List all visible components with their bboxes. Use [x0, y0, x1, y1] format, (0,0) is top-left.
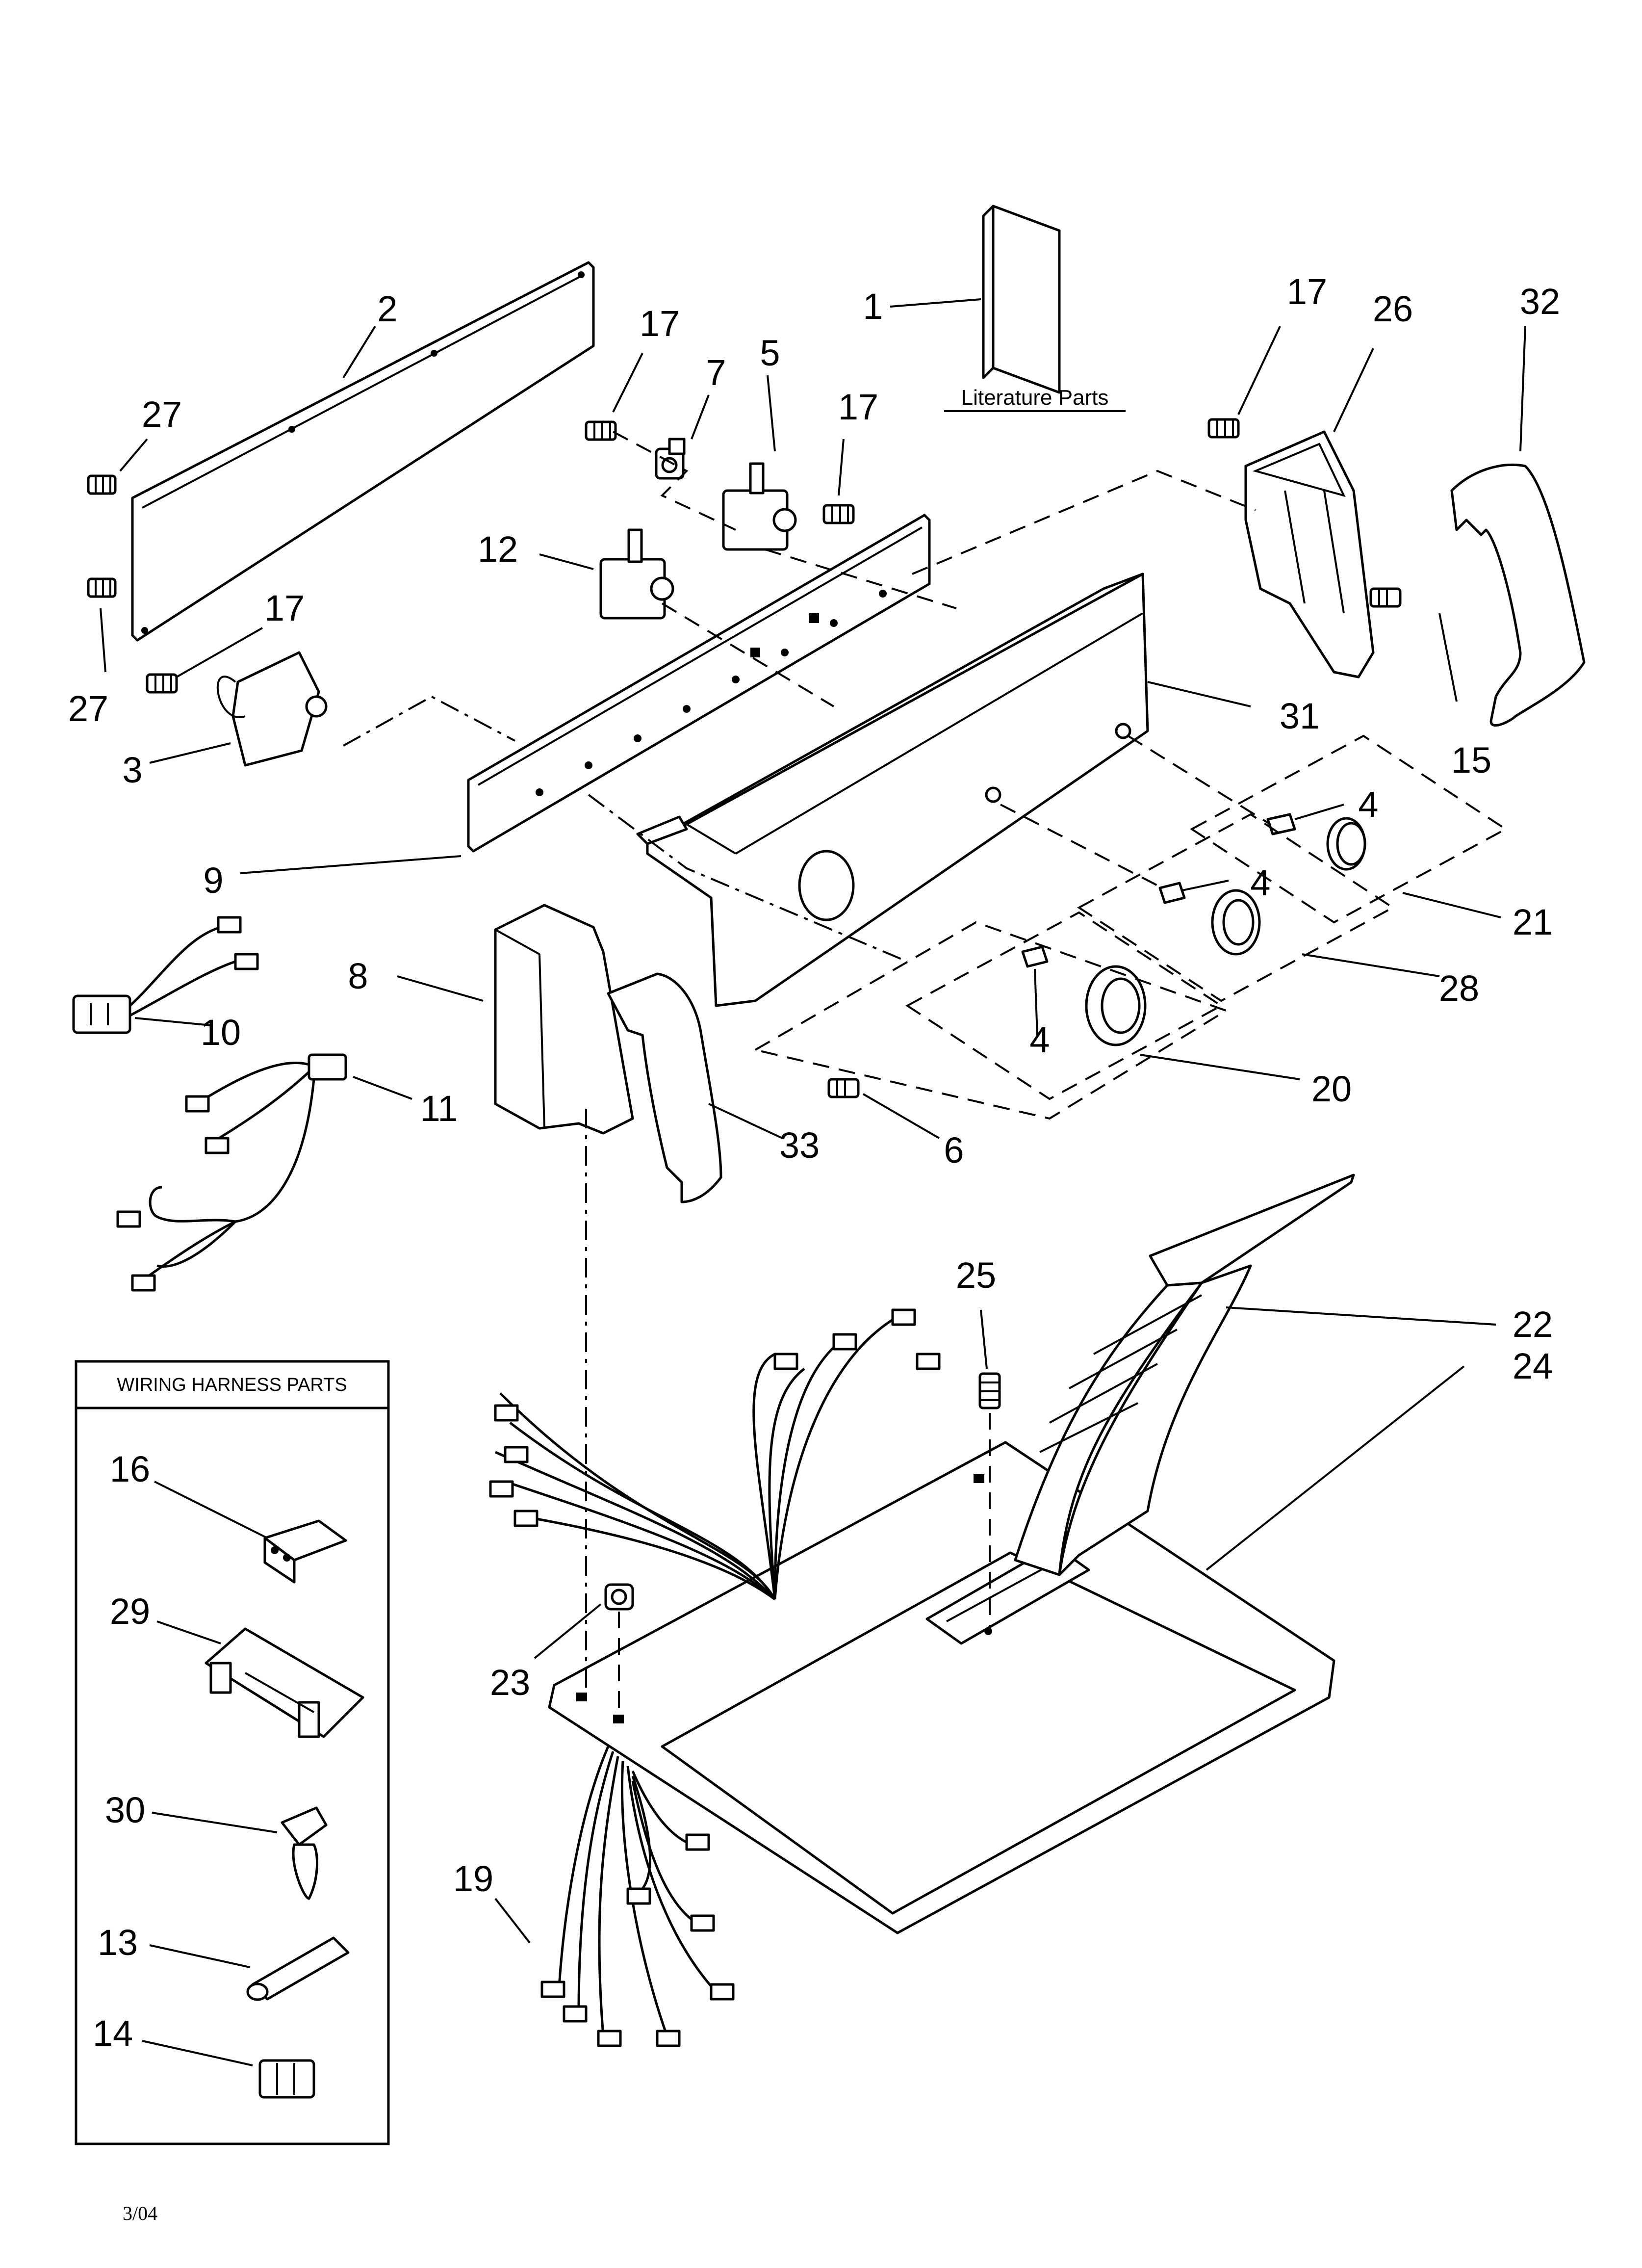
grommet-23: [604, 1583, 634, 1611]
callout-29: 29: [110, 1591, 150, 1632]
box-21: [1190, 734, 1508, 924]
harness-upper: [489, 1308, 941, 1601]
callout-9: 9: [203, 860, 223, 901]
callout-31: 31: [1280, 696, 1320, 736]
callout-8: 8: [348, 956, 368, 996]
literature-parts-label: Literature Parts: [961, 386, 1109, 410]
connector-14: [258, 2059, 315, 2099]
callout-10: 10: [201, 1012, 241, 1053]
callout-17-b: 17: [838, 387, 878, 427]
side-bracket-8: [494, 904, 634, 1135]
assembly-line-g: [1000, 804, 1163, 889]
screw-15: [1369, 587, 1402, 608]
clip-4-c: [1021, 945, 1049, 968]
callout-20: 20: [1311, 1069, 1352, 1109]
callout-12: 12: [478, 529, 518, 570]
terminal-13: [246, 1936, 350, 2001]
callout-3: 3: [122, 750, 142, 790]
screw-27-top: [87, 474, 117, 495]
switch-5: [722, 462, 797, 551]
callout-21: 21: [1513, 902, 1553, 942]
top-24: [548, 1441, 1335, 1934]
screw-17-c: [1207, 418, 1240, 439]
end-cap-26: [1244, 430, 1375, 678]
callout-1: 1: [863, 286, 883, 327]
side-trim-32: [1450, 464, 1586, 727]
callout-25: 25: [956, 1255, 996, 1296]
connector-29: [205, 1627, 364, 1738]
wiring-box-title: WIRING HARNESS PARTS: [117, 1375, 347, 1395]
screw-17-d: [146, 673, 178, 694]
callout-5: 5: [760, 333, 780, 373]
callout-28: 28: [1439, 968, 1479, 1009]
callout-7: 7: [706, 352, 726, 393]
knob-21: [1326, 817, 1366, 871]
box-20: [905, 911, 1223, 1100]
clip-30: [281, 1806, 328, 1900]
callout-17-a: 17: [640, 303, 680, 344]
callout-33: 33: [779, 1125, 820, 1166]
callout-17-d: 17: [264, 588, 305, 628]
callout-15: 15: [1451, 740, 1491, 781]
callout-24: 24: [1513, 1346, 1553, 1386]
box-28: [1077, 813, 1395, 1002]
screw-6: [827, 1078, 860, 1098]
callout-30: 30: [105, 1790, 145, 1830]
callout-23: 23: [490, 1662, 530, 1703]
lint-screen-22: [1014, 1173, 1355, 1576]
callout-11: 11: [420, 1088, 458, 1129]
bracket-7: [655, 438, 686, 480]
callout-27-bottom: 27: [68, 688, 108, 729]
trim-33: [607, 972, 722, 1203]
literature-booklet: [982, 205, 1061, 394]
mounting-bracket-9: [467, 514, 931, 853]
screw-27-bottom: [87, 577, 117, 598]
assembly-line-f: [588, 794, 908, 963]
knob-28: [1211, 889, 1261, 956]
assembly-line-b: [912, 469, 1256, 575]
callout-16: 16: [110, 1449, 150, 1489]
callout-19: 19: [453, 1858, 493, 1899]
selector-3: [216, 651, 328, 767]
clip-4-b: [1158, 882, 1186, 904]
callout-labels: 1 2 27 27 17 7 5 17 17 26 32 12 17 3 31 …: [68, 271, 1560, 2054]
callout-32: 32: [1520, 281, 1560, 322]
console-31: [636, 573, 1149, 1007]
knob-20: [1085, 965, 1147, 1046]
callout-22: 22: [1513, 1304, 1553, 1345]
screw-25: [978, 1372, 1001, 1409]
callout-2: 2: [377, 288, 397, 329]
callout-4-c: 4: [1029, 1019, 1050, 1060]
harness-10: [72, 916, 259, 1034]
assembly-line-a: [343, 695, 515, 747]
wiring-harness-box: [75, 1360, 390, 2145]
date-code: 3/04: [123, 2202, 157, 2224]
harness-11: [116, 1053, 347, 1292]
harness-19: [540, 1746, 735, 2047]
assembly-line-d: [765, 548, 957, 609]
switch-12: [599, 528, 674, 620]
callout-17-c: 17: [1287, 271, 1327, 312]
assembly-line-h: [1127, 735, 1271, 825]
callout-6: 6: [944, 1130, 964, 1171]
callout-4-a: 4: [1358, 784, 1378, 825]
callout-27-top: 27: [142, 394, 182, 435]
screw-17-b: [822, 504, 855, 524]
top-panel: [131, 261, 595, 642]
callout-4-b: 4: [1250, 862, 1270, 903]
clip-4-a: [1266, 813, 1296, 835]
assembly-line-c: [613, 431, 736, 531]
assembly-line-e: [661, 602, 835, 707]
screw-17-a: [585, 420, 617, 441]
leader-lines: [100, 298, 1526, 2066]
callout-14: 14: [93, 2013, 133, 2054]
callout-13: 13: [98, 1922, 138, 1963]
connector-16: [263, 1519, 347, 1584]
box-20-outer: [752, 921, 1229, 1120]
callout-26: 26: [1373, 288, 1413, 329]
